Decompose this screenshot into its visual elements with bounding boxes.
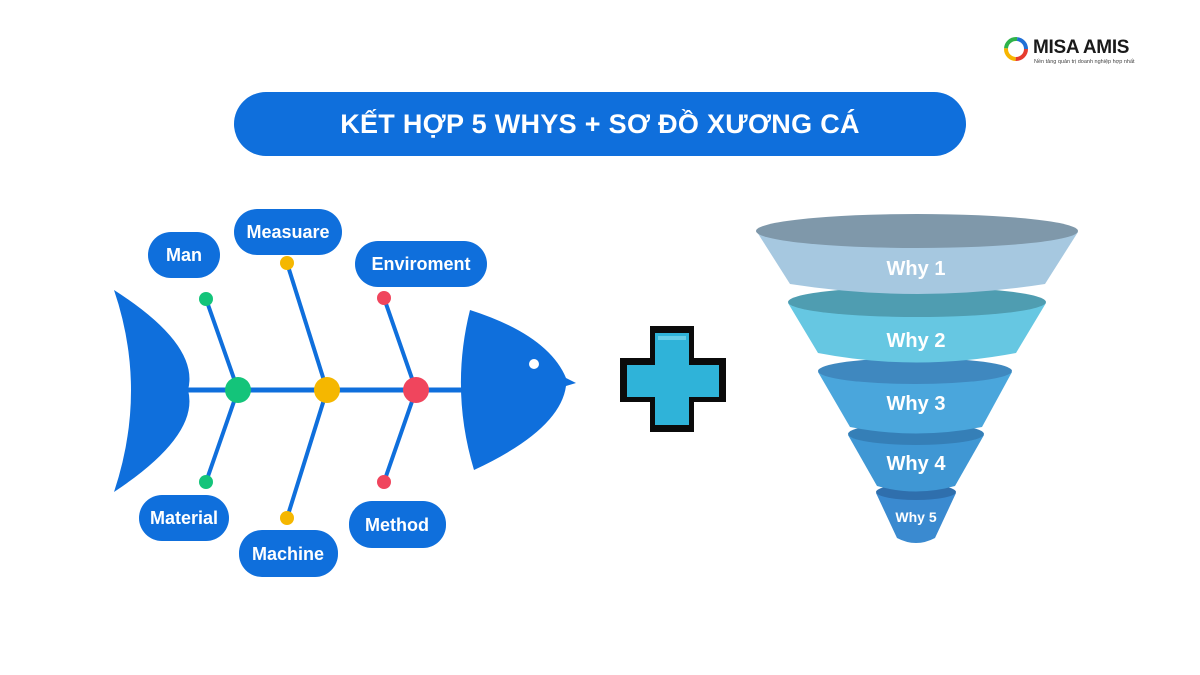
funnel-rim-3 [818,358,1012,384]
dot-method [377,475,391,489]
label-measuare: Measuare [246,222,329,242]
joint-green [225,377,251,403]
label-pill-material [139,495,229,541]
joint-red [403,377,429,403]
funnel-rim-1 [756,214,1078,248]
dot-enviroment [377,291,391,305]
funnel-rim-2 [788,287,1046,317]
label-pill-machine [239,530,338,577]
funnel-level-4 [848,429,984,492]
label-enviroment: Enviroment [371,254,470,274]
fish-tail [114,290,190,492]
dot-material [199,475,213,489]
bone-material [204,389,240,483]
page-title: KẾT HỢP 5 WHYS + SƠ ĐỒ XƯƠNG CÁ [234,92,966,156]
label-pill-man [148,232,220,278]
label-method: Method [365,515,429,535]
fish-head [460,310,576,470]
label-machine: Machine [252,544,324,564]
label-pill-method [349,501,446,548]
funnel-label-5: Why 5 [895,509,936,525]
fishbone-diagram: Man Measuare Enviroment Material Machine… [114,209,576,577]
dot-machine [280,511,294,525]
funnel-label-2: Why 2 [887,330,946,352]
logo-swirl-icon [1004,37,1028,61]
joint-yellow [314,377,340,403]
funnel-label-1: Why 1 [887,258,946,280]
label-pill-enviroment [355,241,487,287]
label-man: Man [166,245,202,265]
bone-man [204,298,240,391]
label-material: Material [150,508,218,528]
bone-measuare [285,262,329,391]
logo-tagline: Nền tảng quản trị doanh nghiệp hợp nhất [1034,59,1135,65]
fish-eye [529,359,539,369]
dot-man [199,292,213,306]
label-pill-measuare [234,209,342,255]
misa-amis-logo: MISA AMIS Nền tảng quản trị doanh nghiệp… [1003,36,1135,68]
funnel-level-5 [876,489,956,543]
dot-measuare [280,256,294,270]
funnel-label-4: Why 4 [887,453,947,475]
funnel-label-3: Why 3 [887,393,946,415]
why-funnel: Why 5 Why 4 Why 3 Why 2 Why 1 [756,214,1078,543]
logo-name: MISA AMIS [1033,37,1130,58]
bone-method [382,389,418,483]
bone-machine [285,389,329,519]
plus-icon [620,326,726,432]
bone-enviroment [382,297,418,391]
